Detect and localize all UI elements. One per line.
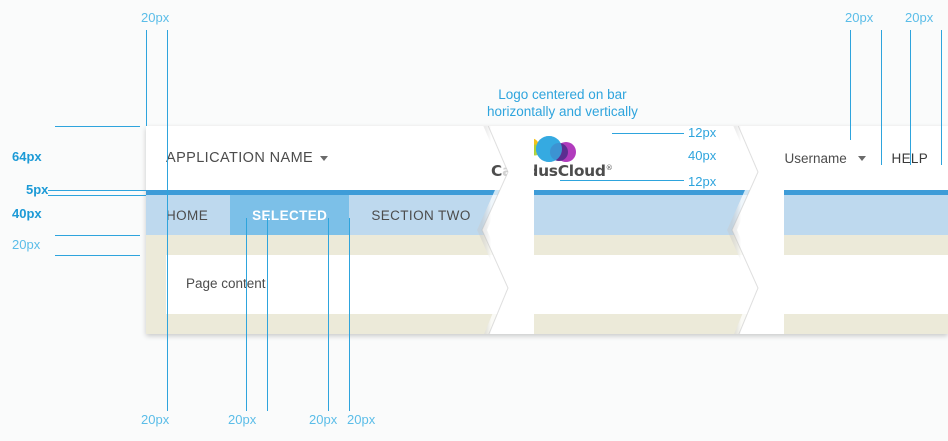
chevron-down-icon	[320, 155, 329, 161]
guide-v-146	[146, 30, 147, 126]
page-content-label: Page content	[186, 276, 266, 291]
guide-h-20px-top	[55, 235, 140, 236]
accent-bar	[146, 190, 948, 195]
navigation-bar: HOME SELECTED SECTION TWO	[146, 195, 948, 235]
measure-bottom-1: 20px	[141, 412, 170, 427]
measure-logo-12px-top: 12px	[688, 125, 717, 140]
guide-h-20px-bottom	[55, 255, 140, 256]
measure-logo-40px: 40px	[688, 148, 717, 163]
logo-centering-note: Logo centered on bar horizontally and ve…	[487, 86, 638, 120]
guide-v-910	[910, 30, 911, 165]
logo-wordmark: CallidusCloud®	[491, 162, 613, 180]
guide-v-328	[328, 218, 329, 411]
guide-h-5px-bottom	[48, 195, 146, 196]
measure-left-64px: 64px	[12, 149, 42, 164]
nav-tab-section-two[interactable]: SECTION TWO	[371, 207, 471, 223]
guide-v-881	[881, 30, 882, 165]
username-menu[interactable]: Username	[784, 150, 866, 166]
application-name-menu[interactable]: APPLICATION NAME	[166, 126, 329, 190]
measure-logo-12px-bottom: 12px	[688, 174, 717, 189]
guide-h-12px-top	[612, 133, 684, 134]
guide-v-246	[246, 218, 247, 411]
application-top-bar: APPLICATION NAME	[146, 126, 948, 190]
nav-tab-selected[interactable]: SELECTED	[230, 195, 350, 235]
chevron-down-icon	[857, 156, 866, 162]
nav-tab-home[interactable]: HOME	[166, 207, 209, 223]
measure-top-2: 20px	[845, 10, 874, 25]
note-line-2: horizontally and vertically	[487, 104, 638, 119]
application-name-label: APPLICATION NAME	[166, 150, 314, 166]
measure-bottom-4: 20px	[347, 412, 376, 427]
guide-v-349	[349, 218, 350, 411]
content-card	[166, 255, 948, 314]
measure-bottom-2: 20px	[228, 412, 257, 427]
guide-v-941	[941, 30, 942, 165]
logo-mark-icon	[519, 136, 581, 163]
measure-top-1: 20px	[141, 10, 170, 25]
measure-left-5px: 5px	[26, 182, 49, 197]
measure-top-3: 20px	[905, 10, 934, 25]
guide-h-12px-bottom	[560, 180, 684, 181]
measure-bottom-3: 20px	[309, 412, 338, 427]
note-line-1: Logo centered on bar	[498, 87, 627, 102]
measure-left-40px: 40px	[12, 206, 42, 221]
guide-h-top-64	[55, 126, 140, 127]
guide-v-267	[267, 218, 268, 411]
username-label: Username	[784, 150, 847, 166]
callidus-cloud-logo: CallidusCloud®	[491, 136, 613, 180]
help-link[interactable]: HELP	[892, 151, 928, 166]
guide-v-167	[167, 30, 168, 411]
guide-v-850	[850, 30, 851, 140]
measure-left-20px: 20px	[12, 237, 41, 252]
user-area: Username HELP	[784, 126, 948, 190]
guide-h-5px-top	[48, 190, 146, 191]
